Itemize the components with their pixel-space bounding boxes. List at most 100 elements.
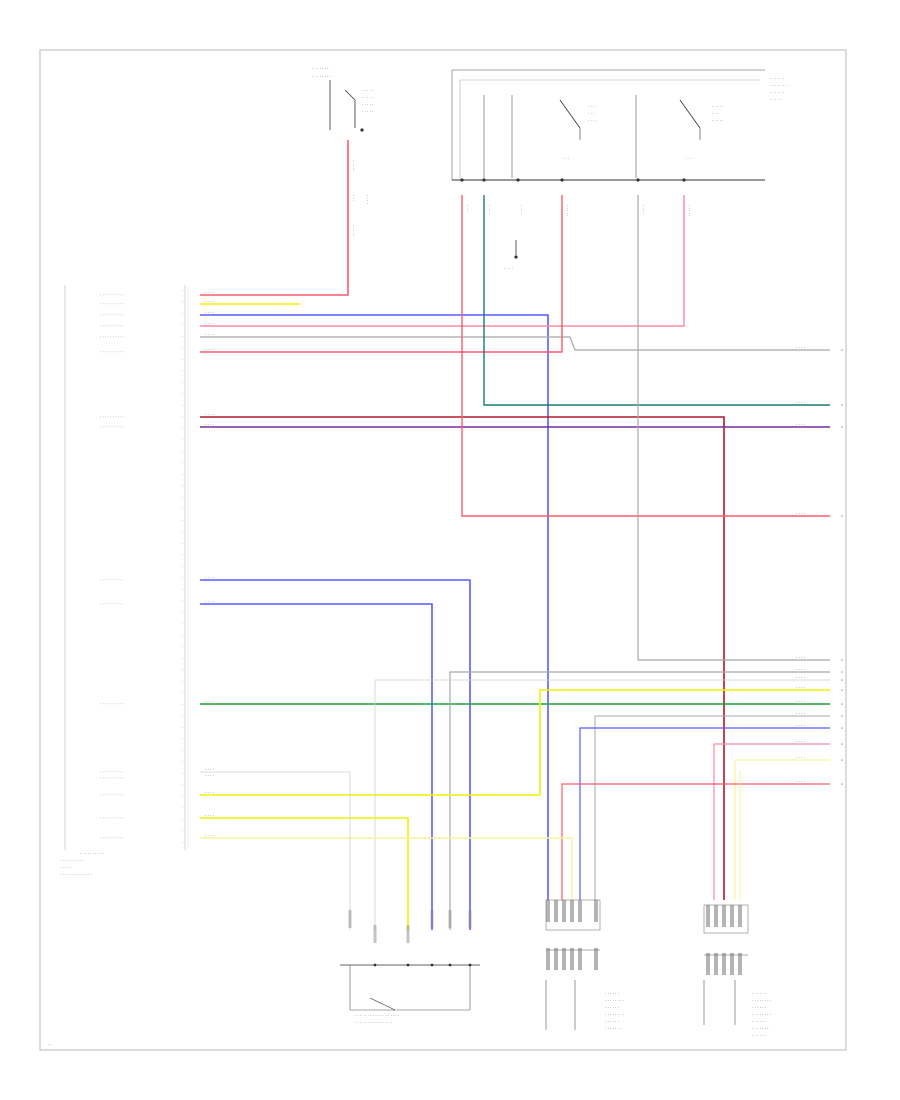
connector-pin [430,910,434,928]
svg-text:· · · · · · · ·: · · · · · · · · [605,1012,624,1017]
svg-text:· · · ·: · · · · [588,104,597,109]
wire-tag: · · · · [796,655,805,660]
svg-text:· · · · · ·: · · · · · · [752,1033,766,1038]
pin-number: · [182,334,183,339]
wire-gray-3 [449,671,830,930]
svg-text:· · · · · · · ·: · · · · · · · · [752,1012,771,1017]
pin-label: · · · · · · · · · · [100,776,124,781]
pin-number: · [182,794,183,799]
pin-label: · · · · · · · · · · [100,425,124,430]
pin-number: · [182,760,183,765]
wire-blue-long [200,314,549,900]
wire-gray-2 [637,195,830,661]
connector-pin [373,925,377,943]
wire-tag: · · · · [796,511,805,516]
connector-pin [448,910,452,928]
connector-pin [578,948,582,970]
vertical-wire-tags: · · · · · · · · · · · · · · · · · · · · … [351,160,692,236]
wire-tag: · · · · [796,723,805,728]
connector-pin [554,948,558,970]
pin-number: · [182,288,183,293]
wire-end-dot [841,727,843,729]
wire-blue-4 [579,727,830,900]
pin-number: · [182,714,183,719]
wire-tag: · · · · [205,310,214,315]
svg-text:· · · · ·: · · · · · [687,205,692,216]
pin-label: · · · · · · · · · · [100,836,124,841]
pin-number: · [182,576,183,581]
connector-pin [722,953,726,975]
wire-harness [200,140,830,930]
svg-text:· · · · ·: · · · · · [770,97,781,102]
pin-label: · · · · · · · · · · [100,293,124,298]
connector-stubs [348,900,742,975]
wire-tag: · · · · [205,299,214,304]
fuse-block-top-left: · · · · · · · · · · · · · · · · · · · · … [312,66,373,132]
wire-tag: · · · · [205,699,214,704]
wire-end-dot [841,659,843,661]
pin-number: · [182,587,183,592]
svg-text:· · · · ·: · · · · · [351,160,356,171]
connector-pin [406,925,410,943]
pin-number: · [182,541,183,546]
wire-end-dot [841,515,843,517]
wire-end-dot [841,349,843,351]
svg-text:· · · · · ·: · · · · · · [605,1005,619,1010]
connector-pin [714,905,718,927]
connector-pin [562,900,566,922]
pin-number: · [182,564,183,569]
engine-control-module: · · · · · · · · · · · · · · · · · · · · … [60,285,189,877]
connector-pin [730,905,734,927]
wire-end-dot [841,404,843,406]
wire-darkred [200,416,725,900]
connector-pin [578,900,582,922]
svg-text:· · · · ·: · · · · · [362,109,373,114]
pin-label: · · · · · · · · · · [100,578,124,583]
pin-label: · · · · · · · · · · [100,313,124,318]
wire-tag: · · · · [205,833,214,838]
wire-pink-1 [200,195,685,327]
pin-number: · [182,484,183,489]
pin-number: · [182,415,183,420]
wire-tag: · · · · [796,779,805,784]
svg-text:· · · ·: · · · · [365,195,370,204]
wire-blue-3 [200,603,433,930]
pin-label: · · · · · · · · · · [100,816,124,821]
pin-number: · [182,449,183,454]
wire-tags-left: · · · · · · · · · · · · · · · · · · · · · … [100,290,214,841]
svg-text:· · ·: · · · [686,156,692,161]
wire-end-dot [841,715,843,717]
pin-number: · [182,323,183,328]
connector-pin [468,910,472,928]
wire-gray-4 [374,679,830,930]
wire-gray-6 [200,771,351,930]
wire-tag: · · · · [205,412,214,417]
svg-text:· · · · ·: · · · · · [712,118,723,123]
pin-number: · [182,840,183,845]
connector-pin [546,948,550,970]
connector-pin [570,900,574,922]
pin-label: · · · · · · · · · · [100,335,124,340]
wire-yellow-4 [200,837,573,900]
connector-pin [730,953,734,975]
svg-text:· · · ·: · · · · [504,266,513,271]
wire-tags-right: · · · · · · · · · · · · · · · · · · · · · · ·… [796,345,843,785]
pin-number: · [182,461,183,466]
pin-number: · [182,438,183,443]
svg-text:· · · · · · · ·: · · · · · · · · [605,998,624,1003]
pin-label: · · · · · · · · · · [100,602,124,607]
wire-end-dot [841,671,843,673]
pin-number: · [182,346,183,351]
connector-pin [714,953,718,975]
pin-number: · [182,656,183,661]
wire-tag: · · · · [796,739,805,744]
wire-tag: · · · · [796,422,805,427]
svg-text:· · ·: · · · [465,205,470,211]
wire-red-top [200,140,349,296]
wire-tag: · · · · [796,345,805,350]
wire-teal [483,195,830,406]
svg-text:· · ·: · · · [588,111,594,116]
svg-text:· · · · ·: · · · · · [565,205,570,216]
pin-number: · [182,702,183,707]
svg-text:· · · · ·: · · · · · [362,102,373,107]
